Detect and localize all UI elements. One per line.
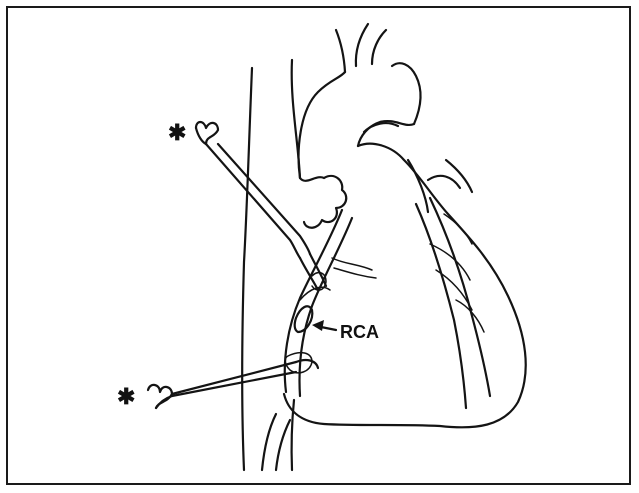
atrial-appendage: [300, 176, 346, 228]
upper-catheter-marker: ✱: [168, 120, 186, 145]
upper-catheter: [196, 122, 326, 290]
lower-catheter: [148, 353, 318, 408]
aortic-arch: [299, 24, 421, 178]
lower-catheter-marker: ✱: [117, 384, 135, 409]
right-coronary-artery: [285, 210, 376, 396]
rca-label: RCA: [340, 322, 379, 342]
rca-callout: RCA: [312, 320, 379, 342]
rca-arrow-head: [312, 320, 324, 331]
left-ventricle-vessels: [416, 198, 490, 408]
inferior-vessels: [262, 414, 290, 470]
